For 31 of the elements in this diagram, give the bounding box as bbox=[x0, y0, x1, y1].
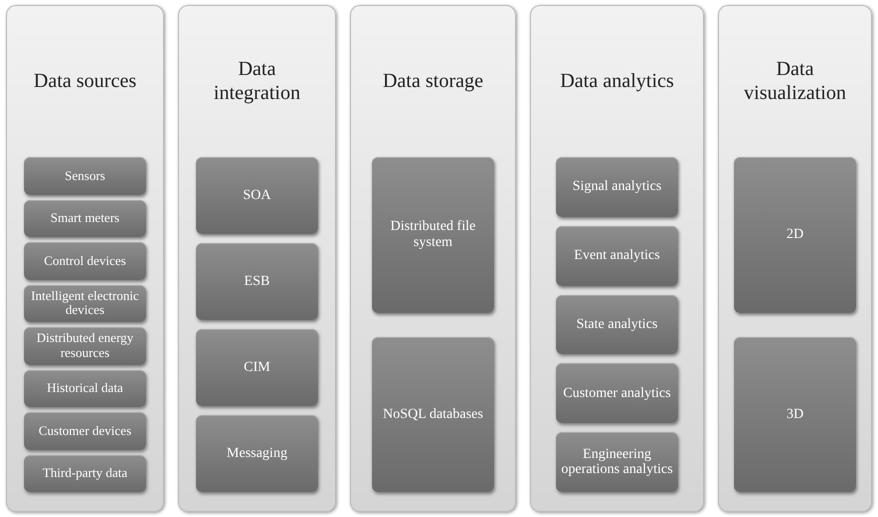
item-box: Intelligent electronic devices bbox=[24, 284, 146, 322]
column-panel bbox=[178, 5, 336, 512]
item-box: Signal analytics bbox=[556, 157, 678, 217]
item-box: Engineering operations analytics bbox=[556, 432, 678, 492]
column-panel bbox=[350, 5, 516, 512]
item-box: Sensors bbox=[24, 157, 146, 194]
item-box: Messaging bbox=[196, 415, 318, 492]
item-box: Historical data bbox=[24, 370, 146, 407]
item-box: NoSQL databases bbox=[372, 336, 494, 492]
column-heading: Data analytics bbox=[560, 69, 674, 93]
item-box: Third-party data bbox=[24, 454, 146, 492]
item-box: Distributed energy resources bbox=[24, 327, 146, 364]
item-box: State analytics bbox=[556, 294, 678, 354]
item-box: Distributed file system bbox=[372, 157, 494, 312]
column-panel bbox=[6, 5, 164, 512]
item-box: Smart meters bbox=[24, 200, 146, 237]
item-box: Customer devices bbox=[24, 412, 146, 450]
item-box: Control devices bbox=[24, 242, 146, 280]
item-box: CIM bbox=[196, 329, 318, 406]
column-panel bbox=[718, 5, 872, 512]
item-box: Event analytics bbox=[556, 226, 678, 286]
item-box: ESB bbox=[196, 243, 318, 320]
column-heading: Data storage bbox=[382, 69, 484, 93]
column-heading: Data visualization bbox=[742, 57, 848, 105]
column-heading: Data integration bbox=[212, 57, 302, 105]
column-panel bbox=[530, 5, 704, 512]
item-box: SOA bbox=[196, 157, 318, 234]
item-box: 2D bbox=[734, 157, 856, 312]
item-box: Customer analytics bbox=[556, 363, 678, 424]
column-heading: Data sources bbox=[34, 69, 136, 93]
item-box: 3D bbox=[734, 336, 856, 492]
